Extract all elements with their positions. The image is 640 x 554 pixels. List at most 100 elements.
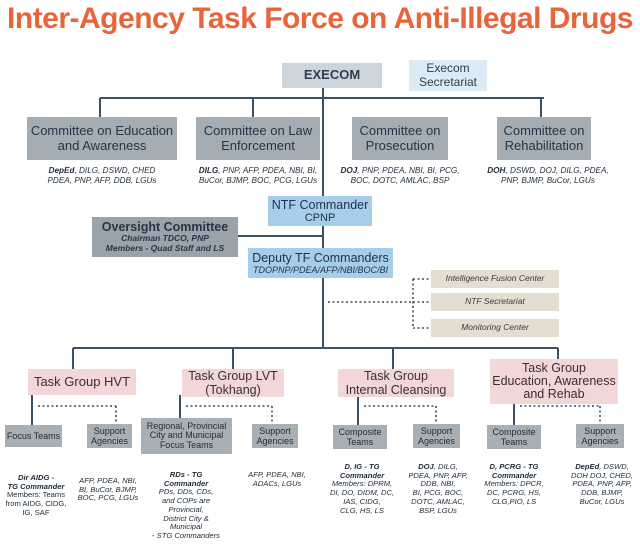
execom-box: EXECOM xyxy=(282,63,382,88)
task-group-internal-cleansing-box: Task Group Internal Cleansing xyxy=(338,369,454,397)
lvt-support-agencies-note: AFP, PDEA, NBI, ADACs, LGUs xyxy=(244,470,310,488)
note-bold-line1: D, IG - TG xyxy=(344,462,380,471)
note-line3: IAS, CIDG, xyxy=(343,496,381,506)
note-bold-line1: Dir AIDG - xyxy=(18,473,54,482)
note-bold-line1: DepEd xyxy=(575,462,600,471)
note-line2: BI, BuCor, BJMP, xyxy=(78,484,138,494)
committee-name-line1: Committee on Education xyxy=(30,122,174,138)
sub-unit-line2: Agencies xyxy=(256,436,294,446)
hvt-focus-teams-note: Dir AIDG -TG Commander Members: Teams fr… xyxy=(2,473,70,518)
committee-lead: DOJ xyxy=(340,166,358,175)
note-line3: BOC, PCG, LGUs xyxy=(77,493,139,503)
regional-focus-teams-box: Regional, Provincial City and Municipal … xyxy=(141,418,232,454)
note-bold-line1: D, PCRG - TG xyxy=(489,462,539,471)
committee-education-box: Committee on Education and Awareness xyxy=(27,117,177,160)
ntf-commander-box: NTF Commander CPNP xyxy=(268,196,372,226)
note-line1: Members: Teams xyxy=(6,490,66,500)
note-line5: Municipal xyxy=(169,522,203,532)
note-line3: CLG,PIO, LS xyxy=(491,496,537,506)
note-line5: BuCor, LGUs xyxy=(579,496,625,506)
note-line4: District City & xyxy=(163,513,209,523)
committee-members-line1: , PNP, AFP, PDEA, NBI, BI, xyxy=(218,166,318,175)
note-line2: DOH DOJ, CHED, xyxy=(570,470,634,480)
note-line1: AFP, PDEA, NBI, xyxy=(248,470,306,479)
note-line6: - STG Commanders xyxy=(152,531,220,541)
note-line2: DC, PCRG, HS, xyxy=(486,488,541,498)
task-group-name-line1: Task Group xyxy=(364,369,428,383)
sub-unit-line1: Support xyxy=(259,425,291,436)
task-group-hvt-box: Task Group HVT xyxy=(28,369,136,395)
composite-teams-box: Composite Teams xyxy=(333,425,387,449)
monitoring-center-box: Monitoring Center xyxy=(431,319,559,337)
note-line1: Members: DPCR, xyxy=(484,479,544,489)
committee-rehabilitation-members: DOH, DSWD, DOJ, DILG, PDEA, PNP, BJMP, B… xyxy=(478,166,618,187)
note-line2: DI, DO, DIDM, DC, xyxy=(329,488,395,498)
ter-support-agencies-note: DepEd, DSWD, DOH DOJ, CHED, PDEA, PNP, A… xyxy=(566,462,638,507)
committee-name-line2: and Awareness xyxy=(57,137,147,153)
ic-support-agencies-note: DOJ, DILG, PDEA, PNP, AFP, DDB, NBI, BI,… xyxy=(404,462,472,515)
committee-prosecution-members: DOJ, PNP, PDEA, NBI, BI, PCG, BOC, DOTC,… xyxy=(332,166,468,187)
composite-teams-box: Composite Teams xyxy=(487,425,541,449)
support-agencies-box: Support Agencies xyxy=(413,424,460,448)
committee-name-line2: Enforcement xyxy=(221,137,295,153)
note-line3: PDEA, PNP, AFP, xyxy=(572,479,632,489)
support-agencies-box: Support Agencies xyxy=(252,424,298,448)
note-line4: CLG, HS, LS xyxy=(340,505,384,515)
note-line1: AFP, PDEA, NBI, xyxy=(79,476,137,485)
note-line1: , DSWD, xyxy=(599,462,629,471)
oversight-line2: Members - Quad Staff and LS xyxy=(105,243,225,253)
page-title: Inter-Agency Task Force on Anti-Illegal … xyxy=(7,2,633,35)
note-bold-line1: RDs - TG xyxy=(169,470,203,479)
committee-lead: DOH xyxy=(487,166,506,175)
sub-unit-line1: Support xyxy=(420,425,453,436)
task-group-name-line1: Task Group LVT xyxy=(188,369,278,383)
task-group-lvt-box: Task Group LVT (Tokhang) xyxy=(182,369,284,397)
sub-unit-line1: Composite xyxy=(492,426,536,437)
sub-unit-line2: City and Municipal xyxy=(149,430,224,441)
committee-prosecution-box: Committee on Prosecution xyxy=(352,117,448,160)
note-line2: PDEA, PNP, AFP, xyxy=(408,470,468,480)
committee-members-line2: PDEA, PNP, AFP, DDB, LGUs xyxy=(47,176,157,186)
support-agencies-box: Support Agencies xyxy=(576,424,624,448)
side-unit-label: Monitoring Center xyxy=(461,322,529,333)
committee-members-line1: , PNP, PDEA, NBI, BI, PCG, xyxy=(357,166,460,175)
note-bold-line2: Commander xyxy=(163,478,209,488)
task-group-name-line2: Education, Awareness xyxy=(492,373,616,388)
sub-unit-line1: Support xyxy=(93,425,126,436)
sub-unit-line2: Agencies xyxy=(90,436,129,446)
sub-unit-line2: Agencies xyxy=(581,436,619,446)
support-agencies-box: Support Agencies xyxy=(87,424,132,448)
sub-unit-line2: Teams xyxy=(346,437,374,447)
note-line3: Provincial, xyxy=(168,504,204,514)
committee-education-members: DepEd, DILG, DSWD, CHED PDEA, PNP, AFP, … xyxy=(30,166,174,187)
sub-unit-line1: Support xyxy=(584,425,616,436)
note-line2: from AIDG, CIDG, xyxy=(5,499,67,509)
note-line4: DDB, BJMP, xyxy=(581,488,623,498)
committee-law-enforcement-box: Committee on Law Enforcement xyxy=(196,117,320,160)
execom-secretariat-box: Execom Secretariat xyxy=(409,60,487,91)
note-line3: IG, SAF xyxy=(22,507,50,517)
committee-members-line1: , DILG, DSWD, CHED xyxy=(74,166,156,175)
committee-members-line2: PNP, BJMP, BuCor, LGUs xyxy=(501,176,595,186)
sub-unit-line3: Focus Teams xyxy=(159,439,214,450)
committee-name-line1: Committee on Law xyxy=(203,122,313,138)
sub-unit-line2: Teams xyxy=(500,437,528,447)
committee-lead: DILG xyxy=(198,166,219,175)
committee-name-line1: Committee on xyxy=(503,122,585,138)
note-line3: DDB, NBI, xyxy=(420,479,456,489)
note-line2: ADACs, LGUs xyxy=(252,478,302,488)
execom-secretariat-line1: Execom xyxy=(426,61,470,76)
note-bold-line1: DOJ xyxy=(418,462,434,471)
task-group-name-line3: and Rehab xyxy=(523,387,585,402)
oversight-line1: Chairman TDCO, PNP xyxy=(121,233,209,244)
task-group-name-line1: Task Group xyxy=(522,360,586,375)
committee-name-line1: Committee on xyxy=(359,122,441,138)
note-line1: PDs, DDs, CDs, xyxy=(158,487,214,497)
note-bold-line2: Commander xyxy=(339,470,385,480)
committee-members-line2: BuCor, BJMP, BOC, PCG, LGUs xyxy=(198,176,318,186)
committee-law-enforcement-members: DILG, PNP, AFP, PDEA, NBI, BI, BuCor, BJ… xyxy=(188,166,328,187)
